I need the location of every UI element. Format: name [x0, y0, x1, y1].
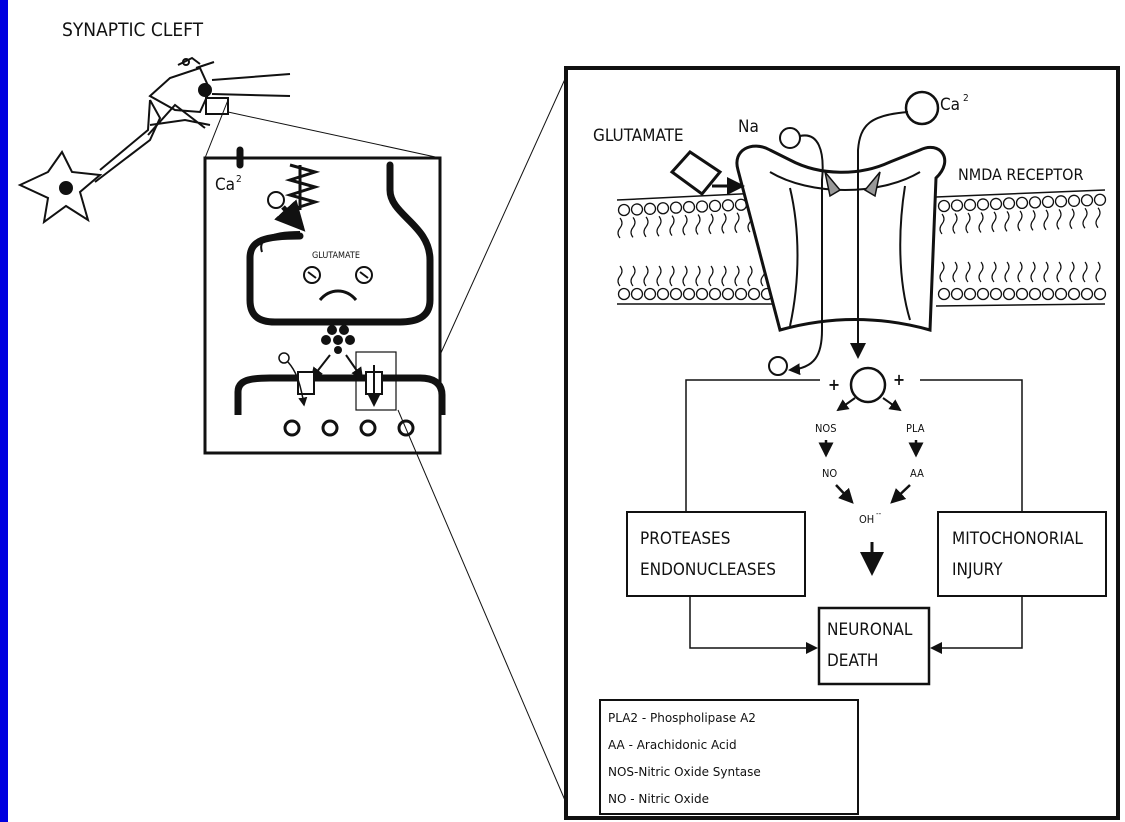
calcium-label: Ca — [940, 95, 960, 115]
sodium-label: Na — [738, 117, 759, 137]
lipid-head-icon — [723, 289, 734, 300]
ion-icon — [361, 421, 375, 435]
lipid-head-icon — [965, 289, 976, 300]
lipid-head-icon — [1069, 289, 1080, 300]
lipid-head-icon — [697, 201, 708, 212]
proteases-line1: PROTEASES — [640, 529, 730, 549]
lipid-head-icon — [658, 203, 669, 214]
nmda-receptor-label: NMDA RECEPTOR — [958, 165, 1083, 184]
no-label: NO — [822, 467, 837, 480]
sodium-ion-icon — [769, 357, 787, 375]
plus-left: + — [828, 375, 840, 394]
hydroxyl-charge: -- — [876, 509, 882, 518]
lipid-head-icon — [632, 204, 643, 215]
lipid-head-icon — [723, 200, 734, 211]
plus-right: + — [893, 370, 905, 389]
lipid-head-icon — [736, 289, 747, 300]
ion-icon — [323, 421, 337, 435]
legend-line: PLA2 - Phospholipase A2 — [608, 711, 756, 725]
lipid-head-icon — [952, 289, 963, 300]
glutamate-label: GLUTAMATE — [593, 126, 684, 146]
inset-ion-label: Ca — [215, 175, 235, 195]
lipid-head-icon — [1017, 197, 1028, 208]
lipid-head-icon — [1030, 289, 1041, 300]
sodium-ion-icon — [780, 128, 800, 148]
lipid-head-icon — [1043, 196, 1054, 207]
lipid-head-icon — [671, 289, 682, 300]
mitochondrial-box — [938, 512, 1106, 596]
lipid-head-icon — [632, 289, 643, 300]
nos-label: NOS — [815, 422, 836, 435]
lipid-head-icon — [1017, 289, 1028, 300]
intracellular-calcium-icon — [851, 368, 885, 402]
lipid-head-icon — [952, 200, 963, 211]
lipid-head-icon — [1043, 289, 1054, 300]
lipid-head-icon — [939, 289, 950, 300]
lipid-head-icon — [991, 289, 1002, 300]
lipid-head-icon — [710, 289, 721, 300]
lipid-head-icon — [619, 205, 630, 216]
neuronal-death-line2: DEATH — [827, 651, 878, 671]
lipid-head-icon — [1056, 289, 1067, 300]
legend-line: AA - Arachidonic Acid — [608, 738, 737, 752]
lipid-head-icon — [1069, 195, 1080, 206]
lipid-head-icon — [1030, 197, 1041, 208]
lipid-head-icon — [645, 289, 656, 300]
hydroxyl-label: OH — [859, 513, 874, 526]
diagram-title: SYNAPTIC CLEFT — [62, 19, 204, 41]
proteases-line2: ENDONUCLEASES — [640, 560, 776, 580]
lipid-head-icon — [697, 289, 708, 300]
lipid-head-icon — [658, 289, 669, 300]
lipid-head-icon — [978, 199, 989, 210]
lipid-head-icon — [965, 199, 976, 210]
lipid-head-icon — [978, 289, 989, 300]
lipid-head-icon — [645, 203, 656, 214]
synapse-inset: Ca 2 GLUTAMATE — [205, 150, 442, 453]
inset-transmitter-label: GLUTAMATE — [312, 251, 360, 261]
receptor-channel-icon — [298, 372, 314, 394]
calcium-ion-icon — [268, 192, 284, 208]
inset-ion-charge: 2 — [236, 174, 242, 185]
lipid-head-icon — [1004, 289, 1015, 300]
lipid-head-icon — [1082, 289, 1093, 300]
calcium-ion-icon — [906, 92, 938, 124]
diagram-canvas: SYNAPTIC CLEFT Ca 2 GLUTAMATE — [8, 0, 1125, 822]
lipid-head-icon — [619, 289, 630, 300]
pla-label: PLA — [906, 422, 925, 435]
nmda-detail-panel: GLUTAMATE Na Ca 2 NMDA RECEPTOR + + NOS … — [566, 68, 1118, 818]
lipid-head-icon — [991, 198, 1002, 209]
legend-line: NO - Nitric Oxide — [608, 792, 709, 806]
zoom-line — [398, 410, 570, 812]
neuronal-death-line1: NEURONAL — [827, 620, 913, 640]
lipid-head-icon — [1056, 196, 1067, 207]
lipid-head-icon — [684, 289, 695, 300]
lipid-head-icon — [671, 202, 682, 213]
proteases-box — [627, 512, 805, 596]
lipid-head-icon — [684, 202, 695, 213]
lipid-head-icon — [1095, 289, 1106, 300]
zoom-line — [205, 100, 228, 158]
aa-label: AA — [910, 467, 924, 480]
lipid-head-icon — [710, 200, 721, 211]
mitochondrial-line2: INJURY — [952, 560, 1003, 580]
mitochondrial-line1: MITOCHONORIAL — [952, 529, 1083, 549]
lipid-head-icon — [749, 289, 760, 300]
calcium-charge: 2 — [963, 93, 969, 104]
lipid-head-icon — [1095, 194, 1106, 205]
zoom-line — [228, 112, 440, 158]
glutamate-excitotoxicity-diagram: SYNAPTIC CLEFT Ca 2 GLUTAMATE — [8, 0, 1125, 822]
zoom-line — [440, 68, 570, 355]
lipid-head-icon — [939, 201, 950, 212]
legend-line: NOS-Nitric Oxide Syntase — [608, 765, 761, 779]
lipid-head-icon — [1082, 195, 1093, 206]
ion-icon — [285, 421, 299, 435]
lipid-head-icon — [1004, 198, 1015, 209]
